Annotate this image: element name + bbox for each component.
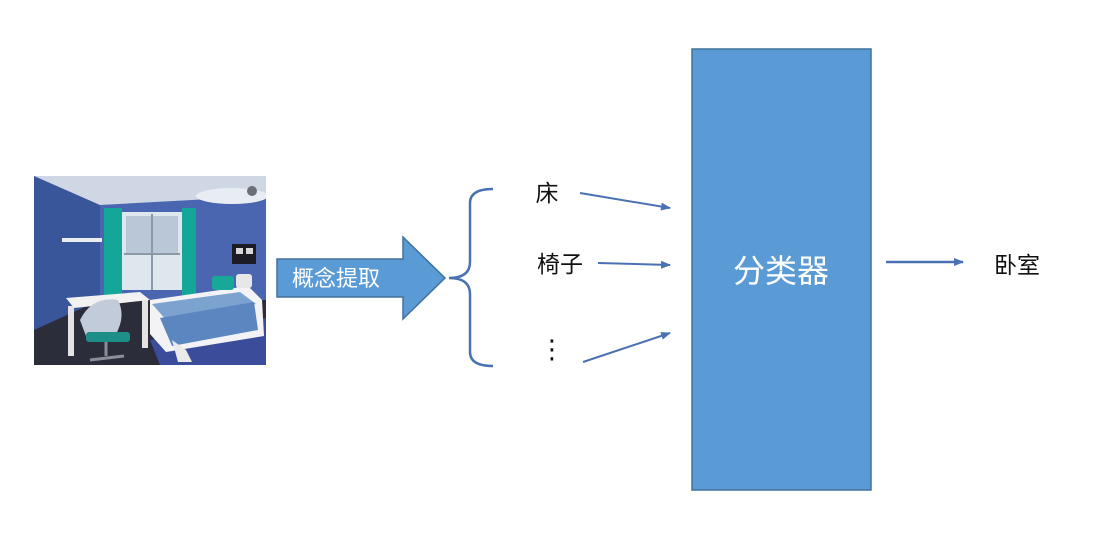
curly-brace <box>448 187 494 368</box>
classifier-box <box>691 48 872 491</box>
bedroom-image <box>34 176 266 365</box>
concept-label-bed: 床 <box>536 181 559 207</box>
concept-extraction-label: 概念提取 <box>292 267 380 292</box>
classifier-label: 分类器 <box>733 252 829 290</box>
concept-arrow-more <box>582 332 671 363</box>
concept-extraction-arrow <box>276 235 447 321</box>
concept-arrow-bed <box>579 192 671 211</box>
concept-ellipsis: ⋮ <box>539 335 565 365</box>
concept-arrow-chair <box>597 260 671 269</box>
concept-label-chair: 椅子 <box>537 252 583 278</box>
output-label: 卧室 <box>994 253 1040 279</box>
